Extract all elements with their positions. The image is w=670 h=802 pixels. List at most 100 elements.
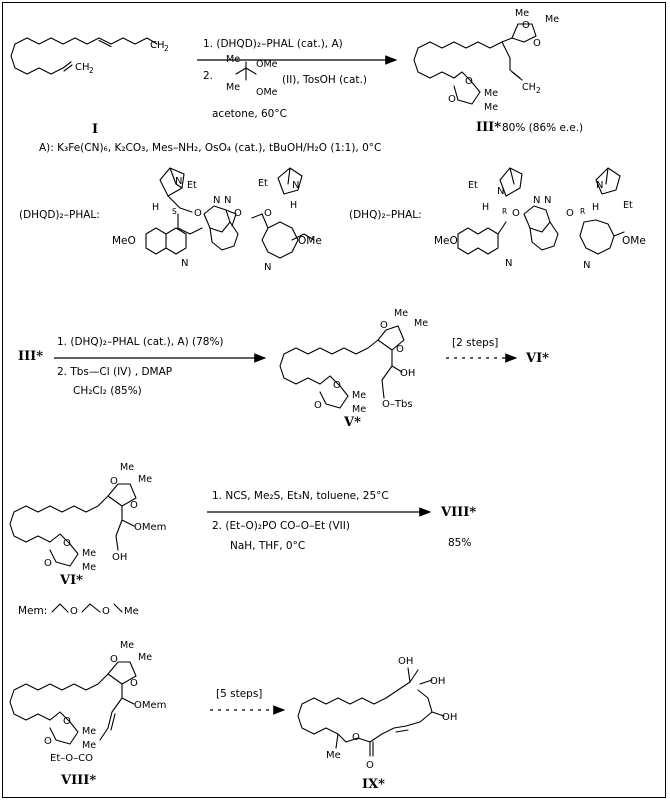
svg-text:OH: OH (112, 552, 127, 563)
svg-text:CH: CH (522, 82, 536, 93)
svg-text:O: O (465, 76, 473, 87)
svg-text:Me: Me (120, 640, 134, 651)
reagent-II-ome1: OMe (256, 59, 278, 70)
svg-text:Et: Et (258, 178, 268, 189)
svg-text:CH: CH (150, 40, 165, 51)
step3-cond3: NaH, THF, 0°C (230, 540, 305, 552)
svg-text:Me: Me (82, 726, 96, 737)
arrow-step1: 1. (DHQD)₂–PHAL (cat.), A) 2. Me Me OMe … (197, 38, 398, 120)
svg-text:Me: Me (138, 652, 152, 663)
svg-text:O: O (130, 500, 138, 511)
compound-VIII-label: VIII* (60, 773, 96, 788)
svg-text:H: H (290, 200, 297, 211)
step4-steps-note: [5 steps] (216, 688, 262, 700)
svg-text:N: N (224, 195, 231, 206)
svg-text:Me: Me (515, 8, 529, 19)
svg-text:Me: Me (352, 404, 366, 415)
arrow-step3: 1. NCS, Me₂S, Et₃N, toluene, 25°C 2. (Et… (207, 490, 432, 552)
svg-text:N: N (175, 176, 182, 187)
compound-VI: Me Me O O OMem OH O O Me Me VI* (9, 462, 166, 588)
step1-cond2-num: 2. (203, 70, 213, 82)
svg-text:N: N (497, 186, 504, 197)
svg-text:O: O (110, 476, 118, 487)
svg-text:N: N (181, 258, 188, 269)
svg-text:Me: Me (545, 14, 559, 25)
compound-V-label: V* (343, 415, 361, 430)
compound-VI-label: VI* (59, 573, 83, 588)
svg-text:OMem: OMem (134, 522, 166, 533)
compound-I-label: I (92, 122, 98, 137)
svg-text:O: O (396, 344, 404, 355)
svg-text:N: N (596, 180, 603, 191)
svg-text:R: R (580, 207, 585, 216)
reaction-A-conditions: A): K₃Fe(CN)₆, K₂CO₃, Mes–NH₂, OsO₄ (cat… (39, 142, 381, 154)
compound-VIII: Me Me O O OMem O O Me Me Et–O–CO VIII* (9, 640, 166, 788)
svg-text:OMe: OMe (298, 235, 322, 247)
step1-cond1: 1. (DHQD)₂–PHAL (cat.), A) (203, 38, 343, 50)
arrow-five-steps: [5 steps] (210, 688, 286, 715)
step2-cond1: 1. (DHQ)₂–PHAL (cat.), A) (78%) (57, 336, 224, 348)
compound-IX-label: IX* (362, 777, 385, 792)
svg-text:2: 2 (536, 86, 541, 95)
compound-VIII-next-label: VIII* (440, 505, 476, 520)
svg-text:Me: Me (484, 88, 498, 99)
svg-text:Me: Me (82, 562, 96, 573)
compound-III-yield: 80% (86% e.e.) (502, 122, 583, 134)
svg-text:O: O (448, 94, 456, 105)
svg-text:O: O (380, 320, 388, 331)
svg-text:Me: Me (484, 102, 498, 113)
svg-text:Me: Me (120, 462, 134, 473)
svg-text:N: N (583, 260, 590, 271)
svg-text:O: O (512, 208, 520, 219)
svg-text:N: N (292, 180, 299, 191)
svg-text:R: R (502, 207, 507, 216)
svg-text:H: H (152, 202, 159, 213)
svg-text:O: O (70, 606, 78, 617)
svg-text:O: O (566, 208, 574, 219)
svg-text:2: 2 (164, 44, 169, 53)
dhqd-label: (DHQD)₂–PHAL: (19, 209, 100, 221)
svg-text:O: O (333, 380, 341, 391)
svg-text:N: N (505, 258, 512, 269)
svg-text:OH: OH (400, 368, 415, 379)
svg-text:O: O (63, 538, 71, 549)
mem-label: Mem: (18, 605, 47, 617)
svg-text:MeO: MeO (434, 235, 458, 247)
svg-text:Me: Me (124, 606, 139, 617)
svg-text:S: S (172, 207, 177, 216)
svg-text:O: O (102, 606, 110, 617)
svg-text:Et: Et (468, 180, 478, 191)
svg-text:OMem: OMem (134, 700, 166, 711)
reagent-II-ome2: OMe (256, 87, 278, 98)
svg-text:Me: Me (138, 474, 152, 485)
svg-text:CH: CH (75, 62, 90, 73)
svg-text:O: O (44, 736, 52, 747)
svg-text:O: O (234, 208, 242, 219)
svg-text:Me: Me (352, 390, 366, 401)
svg-text:N: N (213, 195, 220, 206)
svg-text:Et: Et (187, 180, 197, 191)
svg-text:O: O (264, 208, 272, 219)
step3-cond2: 2. (Et–O)₂PO CO–O–Et (VII) (212, 520, 350, 532)
svg-text:N: N (264, 262, 271, 273)
svg-text:OMe: OMe (622, 235, 646, 247)
svg-text:O: O (352, 732, 360, 743)
svg-text:Me: Me (82, 740, 96, 751)
svg-text:2: 2 (89, 66, 94, 75)
compound-IX: OH OH OH O O Me IX* (297, 656, 457, 792)
svg-text:Me: Me (394, 308, 408, 319)
svg-text:O: O (44, 558, 52, 569)
mem-definition: Mem: O O Me (18, 603, 139, 617)
step1-cond3: acetone, 60°C (212, 108, 287, 120)
svg-text:O: O (63, 716, 71, 727)
svg-text:O: O (522, 20, 530, 31)
svg-text:OH: OH (430, 676, 445, 687)
step2-start-label: III* (18, 349, 43, 364)
step2-cond2: 2. Tbs—Cl (IV) , DMAP (57, 366, 172, 378)
step2-cond3: CH₂Cl₂ (85%) (73, 385, 142, 397)
